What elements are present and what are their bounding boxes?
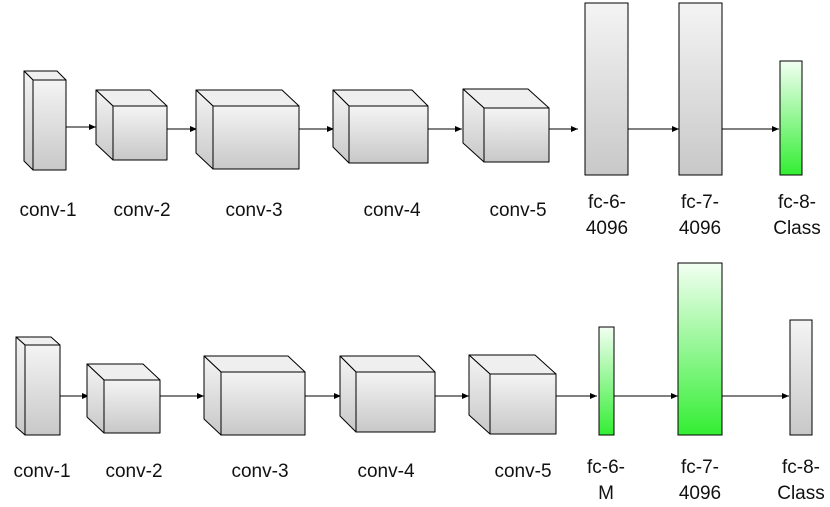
- label-fc-6-top: fc-6- 4096: [586, 190, 628, 242]
- conv-4-block-top-front-face: [348, 105, 429, 164]
- label-conv-2-bottom: conv-2: [105, 461, 163, 482]
- label-fc-6-top-line1: fc-6-: [588, 192, 626, 213]
- label-conv-4-bottom: conv-4: [357, 461, 415, 482]
- top-network: [23, 2, 803, 176]
- fc-6-bar-bottom: [598, 326, 615, 436]
- conv-1-block-bottom-side-face: [15, 336, 26, 436]
- conv-3-block-top-top-face: [195, 89, 300, 107]
- label-conv-5-top: conv-5: [489, 200, 547, 221]
- label-fc-6-bottom-line1: fc-6-: [587, 457, 625, 478]
- conv-5-block-top: [462, 88, 550, 163]
- label-fc-8-top-line1: fc-8-: [777, 192, 816, 213]
- label-fc-7-top-line2: 4096: [678, 218, 722, 239]
- label-fc-8-top: fc-8- Class: [773, 190, 821, 242]
- conv-1-block-bottom-front-face: [24, 344, 61, 436]
- label-conv-2-top: conv-2: [113, 200, 171, 221]
- label-conv-4-top: conv-4: [363, 200, 421, 221]
- conv-5-block-bottom-front-face: [489, 373, 557, 435]
- label-fc-8-bottom-line2: Class: [777, 483, 825, 504]
- conv-1-block-top-front-face: [32, 79, 67, 171]
- bottom-network: [15, 262, 813, 436]
- label-fc-8-bottom-line1: fc-8-: [781, 457, 820, 478]
- label-fc-8-bottom: fc-8- Class: [777, 455, 825, 507]
- label-fc-8-top-line2: Class: [773, 218, 821, 239]
- label-fc-7-top-line1: fc-7-: [681, 192, 719, 213]
- conv-3-block-bottom: [203, 355, 306, 436]
- label-fc-6-top-line2: 4096: [585, 218, 629, 239]
- fc-7-bar-top: [678, 2, 723, 176]
- conv-5-block-top-front-face: [483, 107, 550, 163]
- label-fc-7-bottom-line2: 4096: [678, 483, 722, 504]
- label-fc-7-bottom: fc-7- 4096: [679, 455, 721, 507]
- conv-3-block-top: [195, 89, 300, 170]
- conv-1-block-top-side-face: [23, 70, 34, 171]
- fc-8-bar-top: [779, 60, 803, 176]
- label-fc-7-bottom-line1: fc-7-: [681, 457, 719, 478]
- conv-2-block-top-front-face: [112, 105, 168, 161]
- conv-1-block-top: [23, 70, 67, 171]
- conv-1-block-bottom: [15, 336, 61, 436]
- fc-6-bar-top: [584, 2, 629, 176]
- label-fc-7-top: fc-7- 4096: [679, 190, 721, 242]
- conv-4-block-top: [332, 89, 429, 164]
- conv-2-block-top: [95, 89, 168, 161]
- conv-2-block-bottom: [86, 363, 161, 434]
- label-fc-6-bottom: fc-6- M: [587, 455, 625, 507]
- label-conv-5-bottom: conv-5: [494, 461, 552, 482]
- conv-3-block-top-front-face: [212, 105, 300, 170]
- fc-8-bar-bottom: [789, 319, 813, 436]
- label-conv-1-top: conv-1: [19, 200, 77, 221]
- conv-2-block-bottom-front-face: [103, 379, 161, 434]
- conv-3-block-bottom-front-face: [220, 371, 306, 436]
- label-conv-3-bottom: conv-3: [231, 461, 289, 482]
- conv-4-block-bottom-front-face: [355, 371, 436, 433]
- label-conv-3-top: conv-3: [225, 200, 283, 221]
- conv-5-block-bottom: [468, 354, 557, 435]
- label-conv-1-bottom: conv-1: [13, 461, 71, 482]
- conv-4-block-bottom: [339, 355, 436, 433]
- fc-7-bar-bottom: [677, 262, 723, 436]
- label-fc-6-bottom-line2: M: [598, 483, 614, 504]
